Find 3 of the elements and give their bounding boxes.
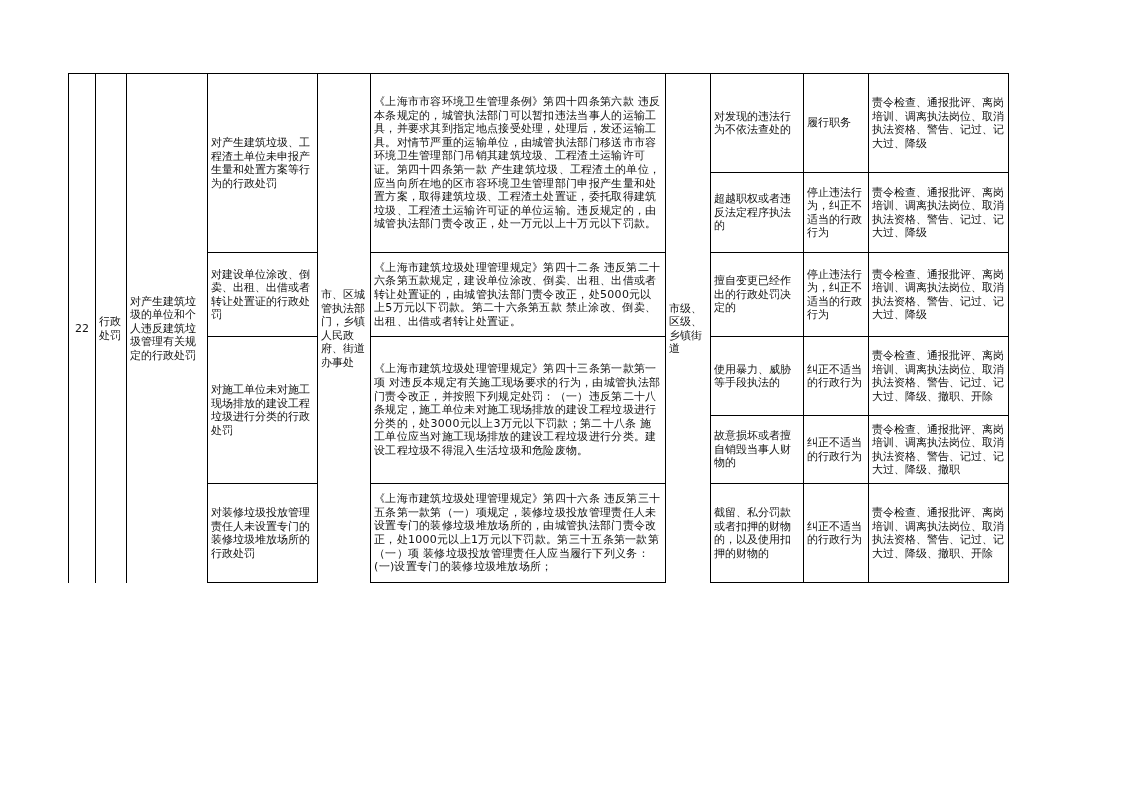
table-cell: 责令检查、通报批评、离岗培训、调离执法岗位、取消执法资格、警告、记过、记大过、降级 <box>868 73 1009 173</box>
table-cell: 责令检查、通报批评、离岗培训、调离执法岗位、取消执法资格、警告、记过、记大过、降级、撤职、开除 <box>868 483 1009 583</box>
table-cell: 22 <box>68 73 96 583</box>
